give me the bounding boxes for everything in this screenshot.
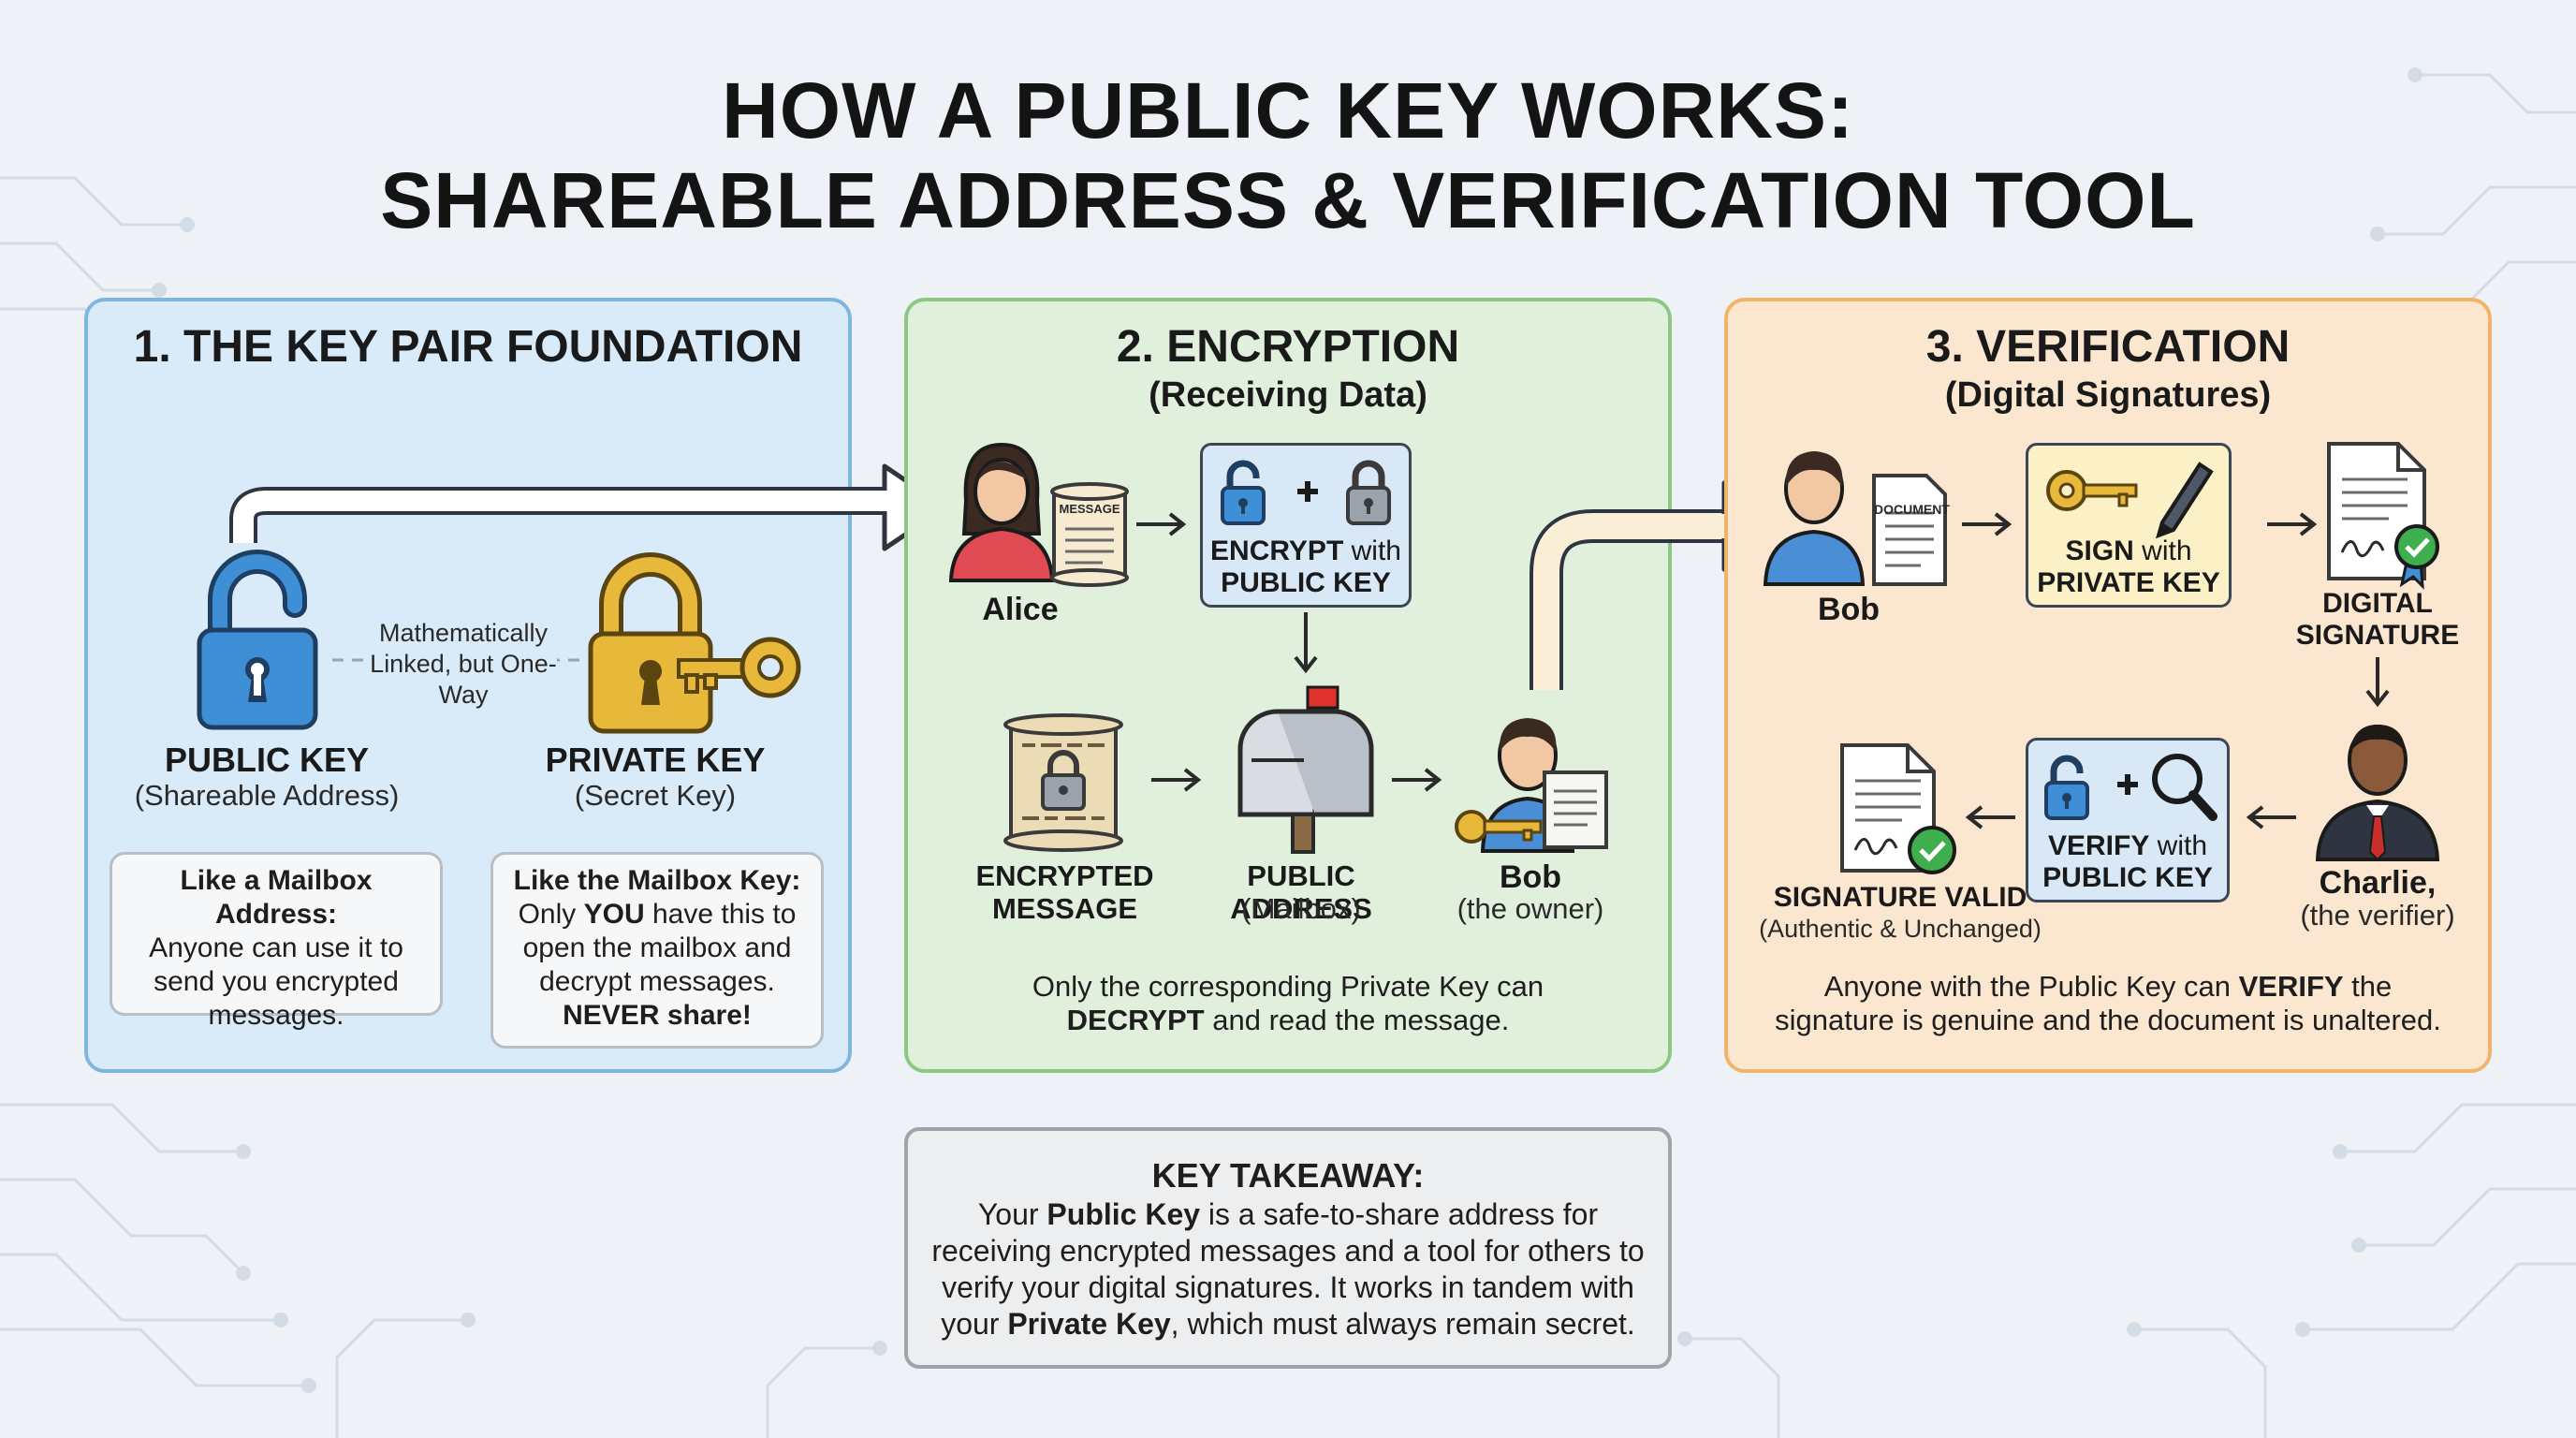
verification-caption-line2: signature is genuine and the document is… (1775, 1004, 2441, 1036)
takeaway-t6: , which must always remain secret. (1170, 1307, 1635, 1341)
takeaway-public-key: Public Key (1046, 1197, 1201, 1231)
takeaway-t4: verify your digital signatures. It works… (942, 1270, 1634, 1304)
sign-key-pen-icons (2046, 462, 2214, 539)
flow-arrow-public-key-to-alice (229, 463, 948, 551)
public-address-sub: (Mailbox) (1241, 892, 1361, 925)
encrypt-lock-icons (1221, 460, 1391, 525)
arrow-encrypted-to-mailbox (1151, 768, 1202, 792)
panel-3-subtitle: (Digital Signatures) (1944, 375, 2272, 415)
page-title-line-2: SHAREABLE ADDRESS & VERIFICATION TOOL (380, 156, 2196, 244)
panel-3-title: 3. VERIFICATION (1925, 322, 2291, 372)
sign-word: SIGN (2065, 536, 2134, 566)
verification-caption-verify: VERIFY (2238, 970, 2344, 1003)
arrow-bob-to-sign (1962, 512, 2012, 536)
digital-signature-document-icon (2327, 442, 2439, 590)
panel-verification: 3. VERIFICATION (Digital Signatures) (1724, 298, 2492, 1073)
bob-signer-avatar (1763, 451, 1947, 586)
private-key-callout: Like the Mailbox Key: Only YOU have this… (490, 852, 824, 1049)
public-callout-heading: Like a Mailbox Address: (180, 865, 373, 930)
verification-caption-b: the (2343, 970, 2393, 1003)
verification-caption: Anyone with the Public Key can VERIFY th… (1750, 970, 2466, 1037)
encrypt-word: ENCRYPT (1210, 536, 1344, 566)
sign-private-key: PRIVATE KEY (2037, 567, 2220, 598)
verify-word: VERIFY (2047, 830, 2150, 861)
public-callout-text: Anyone can use it to send you encrypted … (149, 932, 403, 1031)
bob-owner-sub: (the owner) (1456, 892, 1604, 925)
sign-with: with (2133, 536, 2192, 566)
encryption-caption: Only the corresponding Private Key can D… (936, 970, 1640, 1037)
verify-public-key: PUBLIC KEY (2042, 862, 2213, 893)
encrypt-public-key: PUBLIC KEY (1221, 567, 1391, 598)
link-label: Mathematically Linked, but One-Way (370, 618, 557, 711)
panel-2-title: 2. ENCRYPTION (1116, 322, 1460, 372)
public-address-label: PUBLIC ADDRESS (1230, 859, 1372, 925)
verification-caption-a: Anyone with the Public Key can (1823, 970, 2239, 1003)
private-callout-text-b: have this to open the mailbox and decryp… (522, 899, 797, 997)
arrow-encrypt-to-mailbox (1294, 612, 1318, 674)
bob-signer-label: Bob (1817, 592, 1881, 627)
digital-signature-label: DIGITAL SIGNATURE (2295, 588, 2460, 651)
takeaway-t2: is a safe-to-share address for (1200, 1197, 1599, 1231)
encrypted-message-icon (1003, 713, 1123, 852)
public-key-label: PUBLIC KEY (164, 741, 370, 779)
document-tag: DOCUMENT (1874, 502, 1950, 517)
page-title-line-1: HOW A PUBLIC KEY WORKS: (722, 66, 1854, 154)
verify-lock-magnifier-icons (2044, 754, 2217, 821)
private-key-label: PRIVATE KEY (545, 741, 766, 779)
key-takeaway-title: KEY TAKEAWAY: (1151, 1156, 1425, 1195)
message-tag: MESSAGE (1059, 502, 1120, 516)
charlie-sub: (the verifier) (2300, 899, 2455, 932)
private-callout-heading: Like the Mailbox Key: (513, 865, 801, 896)
signature-valid-document-icon (1840, 743, 1956, 874)
takeaway-private-key: Private Key (1007, 1307, 1171, 1341)
public-key-callout: Like a Mailbox Address: Anyone can use i… (110, 852, 443, 1031)
encryption-caption-b: and read the message. (1204, 1004, 1510, 1036)
bob-owner-label: Bob (1499, 859, 1562, 895)
encryption-caption-a: Only the corresponding Private Key can (1032, 970, 1544, 1003)
arrow-sign-to-signature (2267, 512, 2318, 536)
takeaway-t1: Your (977, 1197, 1047, 1231)
verify-with: with (2149, 830, 2208, 861)
encrypted-message-label: ENCRYPTED MESSAGE (975, 859, 1154, 925)
mailbox-icon (1237, 685, 1374, 854)
encryption-caption-decrypt: DECRYPT (1066, 1004, 1205, 1036)
alice-label: Alice (982, 592, 1059, 627)
signature-valid-sub: (Authentic & Unchanged) (1759, 915, 2042, 943)
arrow-signature-to-charlie (2365, 657, 2390, 708)
takeaway-t3: receiving encrypted messages and a tool … (931, 1234, 1645, 1268)
signature-valid-label: SIGNATURE VALID (1773, 882, 2027, 913)
bob-owner-avatar (1455, 718, 1608, 853)
arrow-verify-to-valid (1965, 805, 2015, 829)
panel-2-subtitle: (Receiving Data) (1149, 375, 1427, 415)
message-scroll-icon (1050, 482, 1129, 587)
private-key-sub: (Secret Key) (574, 779, 737, 812)
takeaway-t5: your (941, 1307, 1008, 1341)
key-takeaway-box: KEY TAKEAWAY: Your Public Key is a safe-… (904, 1127, 1672, 1369)
private-callout-you: YOU (583, 899, 645, 930)
arrow-mailbox-to-bob (1392, 768, 1442, 792)
private-callout-never-share: NEVER share! (563, 1000, 752, 1031)
public-key-lock-icon (197, 550, 318, 730)
public-key-sub: (Shareable Address) (134, 779, 400, 812)
arrow-charlie-to-verify (2246, 805, 2296, 829)
alice-avatar (948, 442, 1055, 582)
private-key-lock-icon (588, 552, 801, 734)
arrow-alice-to-encrypt (1136, 512, 1187, 536)
encrypt-with: with (1343, 536, 1401, 566)
charlie-avatar (2315, 725, 2440, 861)
panel-1-title: 1. THE KEY PAIR FOUNDATION (133, 322, 803, 372)
private-callout-text-a: Only (518, 899, 584, 930)
charlie-label: Charlie, (2319, 865, 2437, 901)
